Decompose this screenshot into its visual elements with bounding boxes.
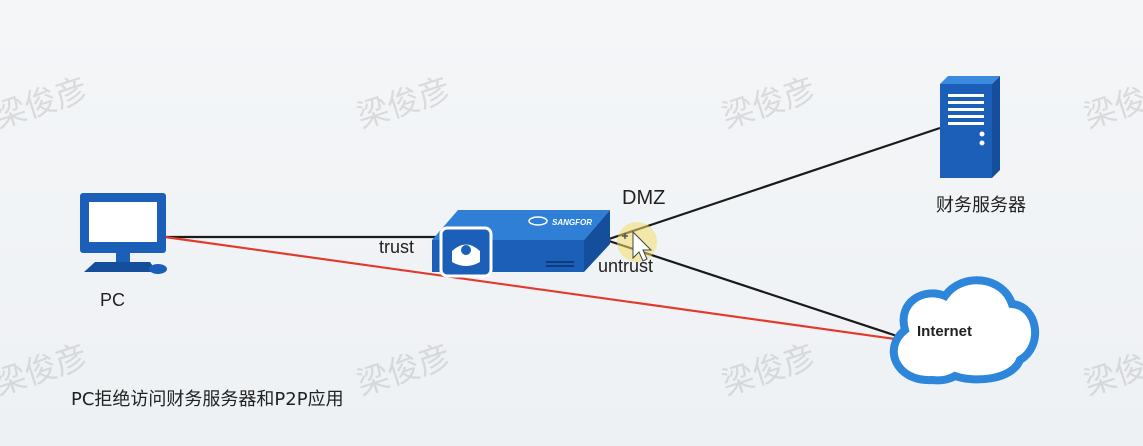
cloud-icon	[889, 276, 1040, 385]
mouse-pointer-icon	[617, 222, 657, 262]
trust-zone-label: trust	[379, 237, 415, 257]
firewall-icon	[432, 210, 610, 278]
dmz-zone-label: DMZ	[622, 187, 666, 209]
firewall-to-internet-link	[605, 238, 904, 340]
pc-label: PC	[100, 290, 126, 310]
firewall-brand-label: SANGFOR	[552, 218, 592, 227]
untrust-zone-label: untrust	[598, 256, 654, 276]
firewall-to-server-link	[605, 126, 941, 242]
internet-label: Internet	[917, 323, 973, 340]
policy-caption: PC拒绝访问财务服务器和P2P应用	[71, 389, 344, 410]
finance-server-label: 财务服务器	[936, 195, 1026, 216]
server-icon	[940, 76, 1000, 178]
blocked-pc-to-internet-link	[164, 235, 896, 341]
pc-icon	[80, 193, 167, 274]
